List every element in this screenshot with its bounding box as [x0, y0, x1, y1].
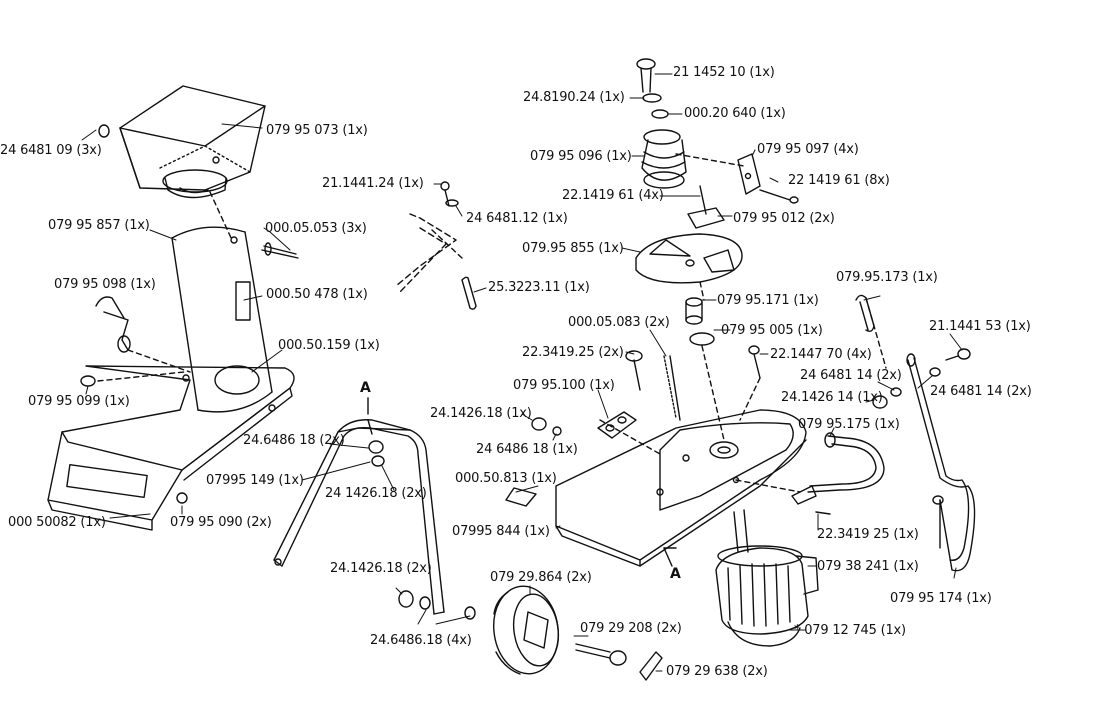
part-label: 24.1426.18 (1x) — [430, 406, 532, 421]
section-mark-top: A — [360, 380, 371, 396]
part-label: 079.95.173 (1x) — [836, 270, 938, 285]
hook-rod — [856, 295, 886, 368]
housing-screws — [626, 346, 760, 420]
part-label: 21.1441.24 (1x) — [322, 176, 424, 191]
handle-knob — [96, 297, 190, 372]
part-label: 079.95 855 (1x) — [522, 241, 624, 256]
part-label: 24 6486 18 (1x) — [476, 442, 578, 457]
part-label: * 079 12 745 (1x) — [794, 623, 906, 638]
part-label: 22.1447 70 (4x) — [770, 347, 872, 362]
bent-wire — [792, 433, 884, 514]
part-label: 000.50.813 (1x) — [455, 471, 557, 486]
part-label: 000.50.159 (1x) — [278, 338, 380, 353]
part-label: 24.6486 18 (2x) — [243, 433, 345, 448]
part-label: 25.3223.11 (1x) — [488, 280, 590, 295]
part-label: 22.3419.25 (2x) — [522, 345, 624, 360]
part-label: 079 95.100 (1x) — [513, 378, 615, 393]
part-label: 21 1452 10 (1x) — [673, 65, 775, 80]
section-lines — [368, 398, 676, 566]
screw-tube — [262, 243, 298, 258]
part-label: 22.3419 25 (1x) — [817, 527, 919, 542]
part-label: 24.8190.24 (1x) — [523, 90, 625, 105]
small-washers-left — [81, 125, 187, 503]
part-label: 000 50082 (1x) — [8, 515, 106, 530]
part-label: 079 29 638 (2x) — [666, 664, 768, 679]
part-label: 24 6481.12 (1x) — [466, 211, 568, 226]
part-label: 079 95 174 (1x) — [890, 591, 992, 606]
part-label: 000.50 478 (1x) — [266, 287, 368, 302]
part-label: 079 95.175 (1x) — [798, 417, 900, 432]
part-label: 079 95 090 (2x) — [170, 515, 272, 530]
part-label: 07995 149 (1x) — [206, 473, 304, 488]
part-label: 079 95.171 (1x) — [717, 293, 819, 308]
part-label: 079 95 012 (2x) — [733, 211, 835, 226]
right-bolts — [873, 349, 970, 408]
part-label: 24 1426.18 (2x) — [325, 486, 427, 501]
part-label: 079 29 208 (2x) — [580, 621, 682, 636]
part-label: 24 6481 14 (2x) — [800, 368, 902, 383]
long-rod — [907, 354, 975, 571]
part-label: 079 29.864 (2x) — [490, 570, 592, 585]
leader-lines — [82, 74, 962, 671]
part-label: 079 95 096 (1x) — [530, 149, 632, 164]
part-label: 000.20 640 (1x) — [684, 106, 786, 121]
part-label: 24.1426 14 (1x) — [781, 390, 883, 405]
part-label: 24.1426.18 (2x) — [330, 561, 432, 576]
hopper-funnel — [120, 86, 265, 198]
part-label: 079 95 005 (1x) — [721, 323, 823, 338]
lever-detail — [396, 182, 476, 309]
part-label: 07995 844 (1x) — [452, 524, 550, 539]
part-label: 22.1419 61 (4x) — [562, 188, 664, 203]
part-label: 079 38 241 (1x) — [817, 559, 919, 574]
hub-coupling — [642, 130, 744, 188]
cutter-disc — [636, 234, 742, 300]
part-label: 079 95 857 (1x) — [48, 218, 150, 233]
part-label: 24 6481 09 (3x) — [0, 143, 102, 158]
part-label: 000.05.053 (3x) — [265, 221, 367, 236]
part-label: 000.05.083 (2x) — [568, 315, 670, 330]
part-label: 079 95 073 (1x) — [266, 123, 368, 138]
chute-tube — [172, 192, 272, 412]
part-label: 21.1441 53 (1x) — [929, 319, 1031, 334]
base-plate — [48, 366, 294, 530]
part-label: 24 6481 14 (2x) — [930, 384, 1032, 399]
section-mark-bottom: A — [670, 566, 681, 582]
part-label: 079 95 099 (1x) — [28, 394, 130, 409]
part-label: 079 95 097 (4x) — [757, 142, 859, 157]
part-label: 22 1419 61 (8x) — [788, 173, 890, 188]
wheel — [399, 582, 662, 680]
bolt-top — [637, 59, 668, 118]
main-housing — [556, 410, 806, 566]
part-label: 079 95 098 (1x) — [54, 277, 156, 292]
part-label: 24.6486.18 (4x) — [370, 633, 472, 648]
bracket-plates — [688, 154, 798, 228]
motor — [716, 510, 818, 646]
frame-bracket — [274, 420, 444, 614]
clamp-piece — [506, 412, 636, 506]
